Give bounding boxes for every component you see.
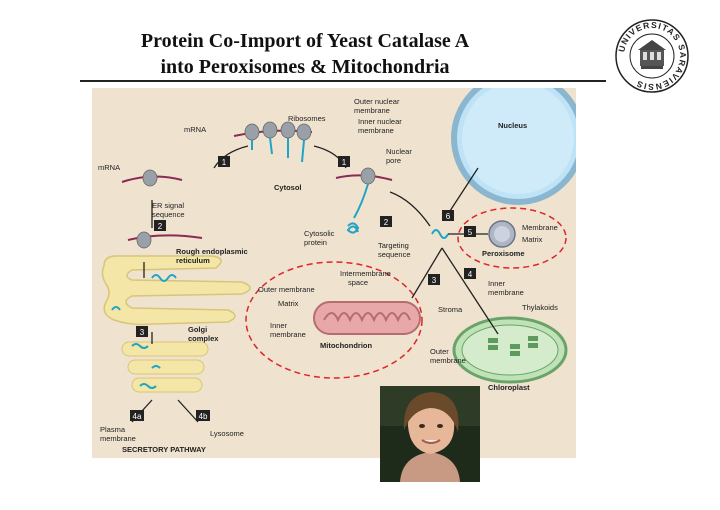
protein-chains	[111, 137, 449, 389]
label-lysosome: Lysosome	[210, 429, 244, 438]
mitochondrion	[313, 301, 421, 335]
ribosomes	[136, 121, 376, 249]
portrait-photo	[380, 386, 480, 482]
title-divider	[80, 80, 606, 82]
svg-text:4a: 4a	[133, 412, 142, 421]
label-nucleus: Nucleus	[498, 121, 527, 130]
label-membrane: Membrane	[522, 223, 558, 232]
label-ribosomes: Ribosomes	[288, 114, 326, 123]
label-matrix-mito: Matrix	[278, 299, 299, 308]
label-mrna-left: mRNA	[98, 163, 120, 172]
nucleus	[451, 88, 576, 205]
svg-text:4: 4	[468, 270, 473, 279]
svg-text:4b: 4b	[199, 412, 208, 421]
label-mrna-top: mRNA	[184, 125, 206, 134]
label-stroma: Stroma	[438, 305, 463, 314]
label-secretory-pathway: SECRETORY PATHWAY	[122, 445, 206, 454]
university-seal-logo: UNIVERSITAS SARAVIENSIS	[615, 19, 689, 93]
peroxisome-highlight	[457, 207, 567, 269]
svg-text:2: 2	[158, 222, 163, 231]
peroxisome	[488, 220, 516, 248]
svg-text:3: 3	[432, 276, 437, 285]
rough-er	[101, 255, 251, 326]
label-thylakoids: Thylakoids	[522, 303, 558, 312]
svg-text:1: 1	[342, 158, 347, 167]
step-boxes: 1 1 2 2 6 5 3 4 3 4a 4b	[130, 156, 476, 421]
chloroplast	[452, 316, 568, 384]
golgi-complex	[121, 341, 209, 393]
label-cytosol: Cytosol	[274, 183, 302, 192]
svg-text:6: 6	[446, 212, 451, 221]
label-outer-nuclear-1: Outer nuclear	[354, 97, 400, 106]
svg-text:2: 2	[384, 218, 389, 227]
label-peroxisome: Peroxisome	[482, 249, 525, 258]
title-line-2: into Peroxisomes & Mitochondria	[160, 56, 450, 78]
label-chloroplast: Chloroplast	[488, 383, 530, 392]
label-mitochondrion: Mitochondrion	[320, 341, 372, 350]
page-title: Protein Co-Import of Yeast Catalase A in…	[60, 28, 550, 80]
label-outer-membrane-mito: Outer membrane	[258, 285, 315, 294]
svg-text:3: 3	[140, 328, 145, 337]
label-matrix-perox: Matrix	[522, 235, 543, 244]
title-line-1: Protein Co-Import of Yeast Catalase A	[140, 30, 470, 52]
svg-text:1: 1	[222, 158, 227, 167]
svg-text:5: 5	[468, 228, 473, 237]
mitochondrion-highlight	[245, 261, 423, 379]
